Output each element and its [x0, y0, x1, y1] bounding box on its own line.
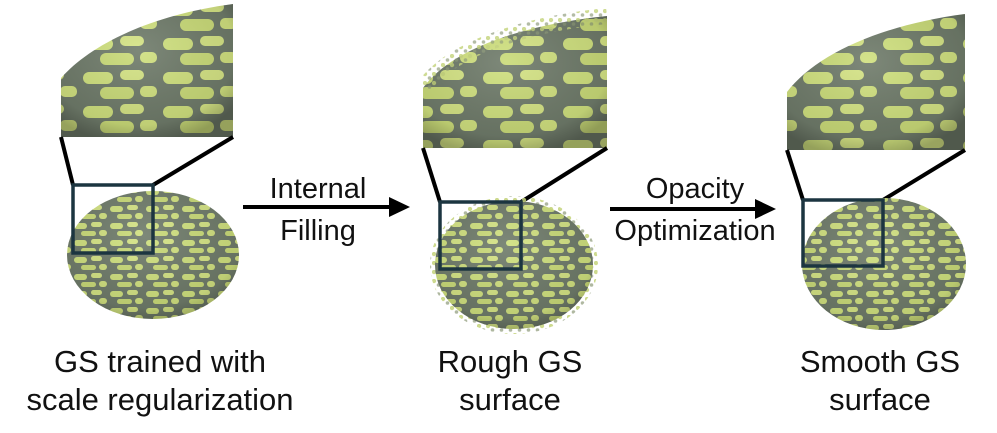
zoom-frame — [71, 183, 155, 255]
caption-line1: Rough GS — [437, 344, 583, 379]
caption-line1: Smooth GS — [799, 344, 961, 379]
arrow-label-line2: Filling — [280, 215, 356, 247]
panel-rough — [421, 8, 609, 334]
zoomed-crop — [61, 4, 233, 137]
zoom-frame — [438, 200, 523, 271]
arrow-label-internal-filling: Internal Filling — [248, 172, 388, 249]
arrow-label-line1: Internal — [269, 173, 367, 205]
panel-scale-regularized — [59, 4, 239, 319]
zoomed-crop — [787, 14, 965, 150]
panel-smooth — [785, 14, 967, 330]
zoom-connector-left — [785, 149, 805, 201]
zoom-connector-left — [421, 147, 442, 203]
arrow-opacity-optimization — [610, 199, 776, 219]
caption-smooth: Smooth GS surface — [775, 343, 985, 419]
zoom-connector-right — [519, 146, 609, 204]
caption-line1: GS trained with — [54, 344, 266, 379]
zoom-frame — [801, 198, 885, 268]
caption-rough: Rough GS surface — [410, 343, 610, 419]
arrow-label-line2: Optimization — [614, 215, 776, 247]
caption-line2: surface — [459, 382, 561, 417]
caption-line2: surface — [829, 382, 931, 417]
caption-scale-regularized: GS trained with scale regularization — [10, 343, 310, 419]
zoomed-crop — [423, 8, 607, 148]
zoom-connector-left — [59, 136, 75, 186]
arrow-label-line1: Opacity — [645, 173, 745, 205]
zoom-connector-right — [151, 135, 235, 187]
caption-line2: scale regularization — [26, 382, 294, 417]
watermelon-rough — [430, 196, 598, 334]
watermelon — [67, 191, 239, 319]
arrow-label-opacity-optimization: Opacity Optimization — [600, 172, 790, 249]
arrow-internal-filling — [243, 197, 410, 217]
zoom-connector-right — [881, 148, 967, 202]
